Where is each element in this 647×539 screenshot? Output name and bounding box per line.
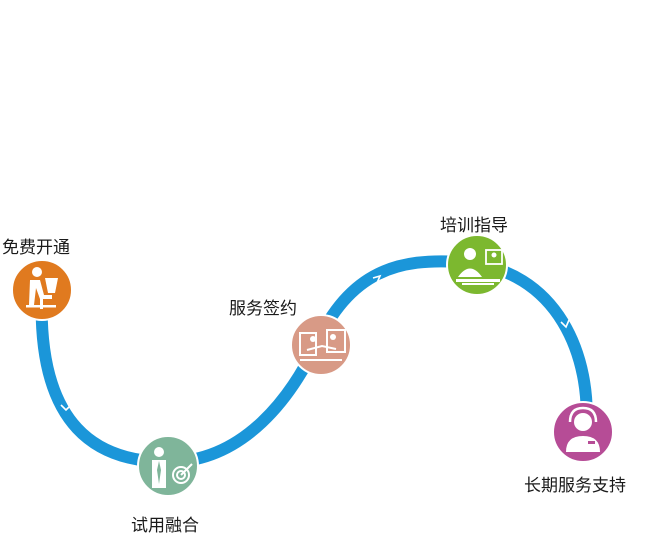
flow-arrow [60, 404, 72, 412]
flow-arrow [560, 319, 570, 329]
step-free-activation [11, 259, 73, 321]
step-label-free-activation: 免费开通 [2, 238, 70, 258]
support-agent-icon [566, 406, 600, 452]
step-training [446, 234, 508, 296]
step-label-training: 培训指导 [440, 216, 508, 236]
step-circle [446, 234, 508, 296]
training-icon [456, 248, 503, 285]
step-circle [552, 401, 614, 463]
flow-arrow [372, 274, 382, 284]
step-label-trial-integration: 试用融合 [131, 516, 199, 536]
person-at-laptop-icon [26, 267, 58, 309]
step-label-long-term-support: 长期服务支持 [524, 476, 626, 496]
flow-arrows [60, 274, 570, 439]
contract-sign-icon [299, 329, 346, 361]
step-service-signing [290, 314, 352, 376]
flow-arrow [264, 429, 272, 439]
step-label-service-signing: 服务签约 [229, 299, 297, 319]
person-target-icon [152, 447, 193, 488]
step-trial-integration [137, 435, 199, 497]
step-long-term-support [552, 401, 614, 463]
